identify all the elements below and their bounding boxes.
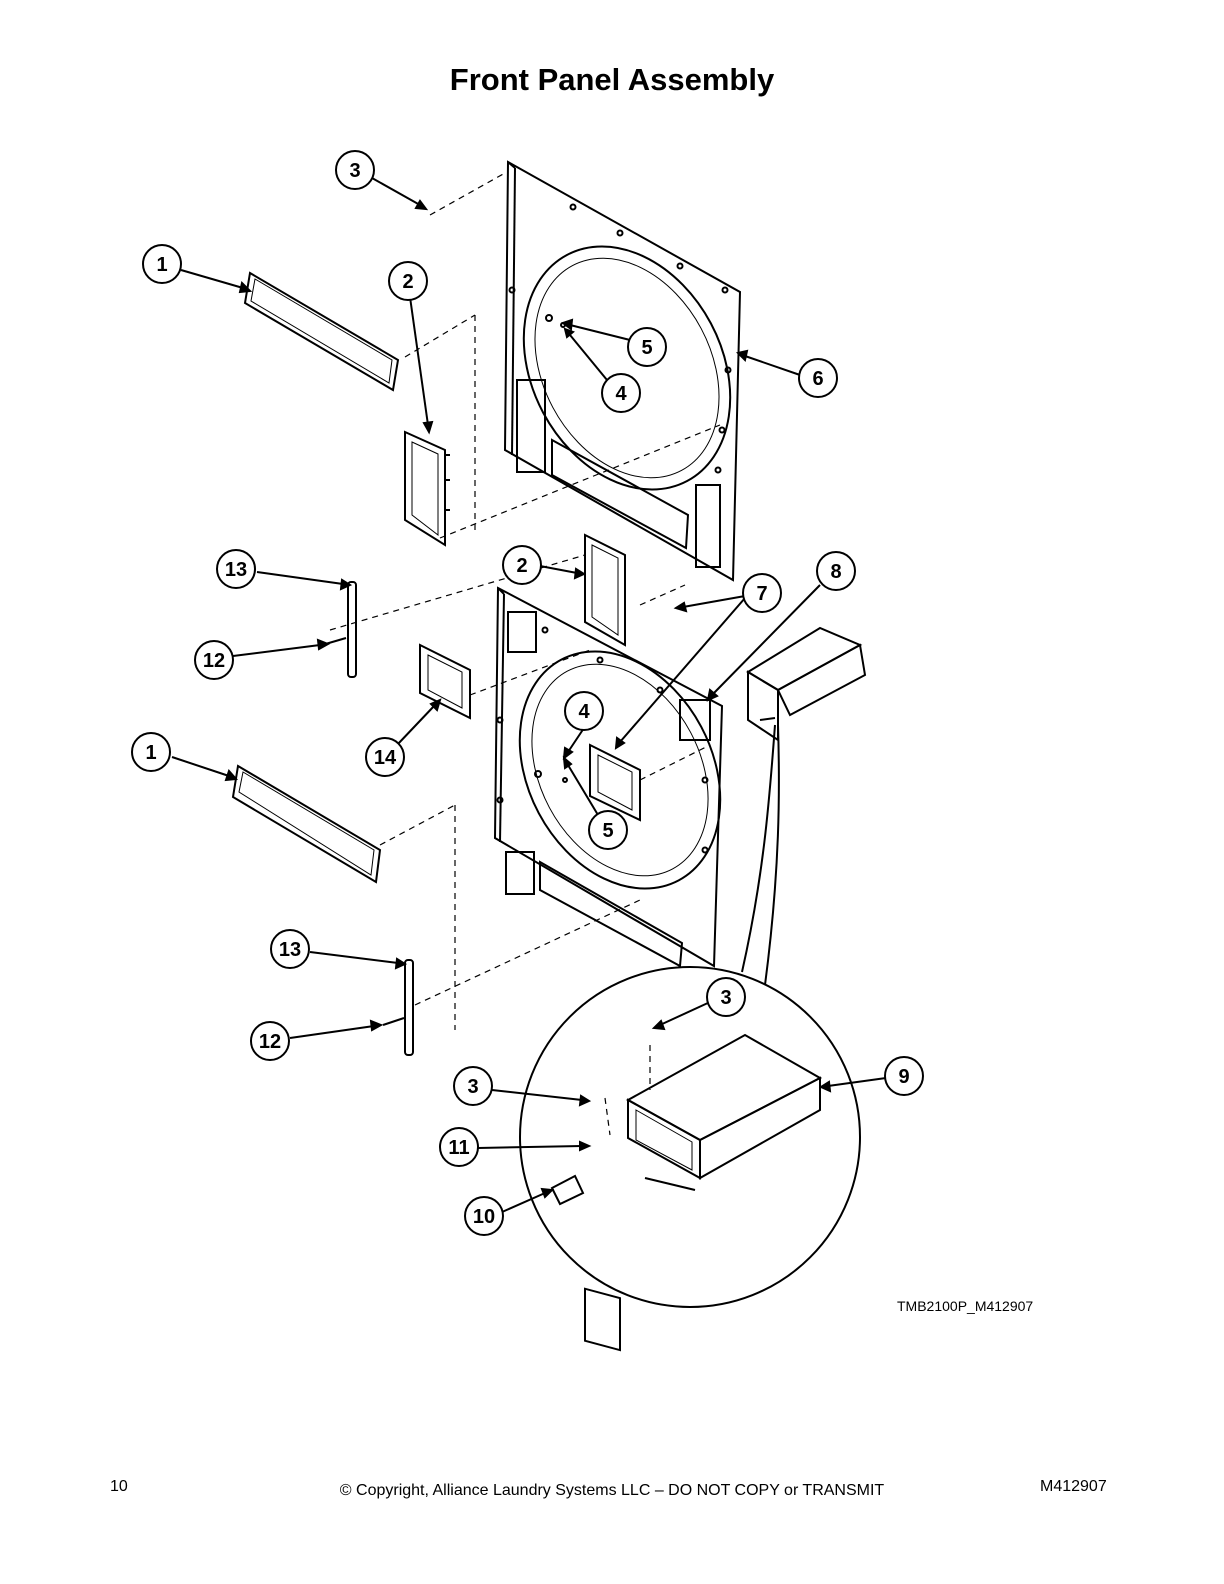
svg-text:2: 2 — [402, 271, 413, 293]
callout-10: 10 — [464, 1196, 504, 1236]
callout-6: 6 — [798, 358, 838, 398]
figure-id: TMB2100P_M412907 — [897, 1298, 1034, 1314]
lower-front-panel — [493, 586, 724, 968]
callout-8: 8 — [816, 551, 856, 591]
bracket-upper — [347, 581, 357, 678]
lock-plate — [584, 1287, 621, 1352]
callout-2-middle: 2 — [502, 545, 542, 585]
callout-4-lower: 4 — [564, 691, 604, 731]
callout-13-upper: 13 — [216, 549, 256, 589]
svg-text:6: 6 — [812, 368, 823, 390]
frame-middle — [584, 533, 626, 647]
svg-text:7: 7 — [756, 583, 767, 605]
display-frame — [419, 643, 471, 720]
callout-1-upper: 1 — [142, 244, 182, 284]
coin-box-detail — [625, 1033, 823, 1191]
svg-text:2: 2 — [516, 555, 527, 577]
svg-text:13: 13 — [279, 939, 301, 961]
callout-7: 7 — [742, 573, 782, 613]
svg-text:8: 8 — [830, 561, 841, 583]
svg-text:13: 13 — [225, 559, 247, 581]
callout-5-lower: 5 — [588, 810, 628, 850]
callout-4-upper: 4 — [601, 373, 641, 413]
svg-text:3: 3 — [467, 1076, 478, 1098]
callout-14: 14 — [365, 737, 405, 777]
svg-text:5: 5 — [641, 337, 652, 359]
callouts: 3 1 2 5 6 4 13 2 8 7 12 4 1 14 5 13 3 9 … — [131, 150, 924, 1236]
svg-text:3: 3 — [720, 987, 731, 1009]
callout-12-lower: 12 — [250, 1021, 290, 1061]
bracket-lower — [404, 959, 414, 1056]
page-title: Front Panel Assembly — [449, 62, 775, 97]
svg-text:9: 9 — [898, 1066, 909, 1088]
copyright-notice: © Copyright, Alliance Laundry Systems LL… — [339, 1482, 885, 1499]
detail-circle — [519, 966, 861, 1308]
upper-front-panel — [503, 160, 742, 582]
svg-text:1: 1 — [145, 742, 156, 764]
callout-3-detail-left: 3 — [453, 1066, 493, 1106]
page-number: 10 — [110, 1478, 128, 1495]
svg-text:10: 10 — [473, 1206, 495, 1228]
svg-text:3: 3 — [349, 160, 360, 182]
callout-12-upper: 12 — [194, 640, 234, 680]
callout-5-upper: 5 — [627, 327, 667, 367]
callout-11: 11 — [439, 1127, 479, 1167]
callout-3-top: 3 — [335, 150, 375, 190]
svg-text:4: 4 — [615, 383, 627, 405]
display-frame-inner — [589, 743, 641, 822]
coin-box-housing — [746, 626, 867, 742]
gasket-upper — [243, 271, 400, 392]
svg-text:4: 4 — [578, 701, 590, 723]
lock-connector — [550, 1174, 585, 1206]
svg-text:1: 1 — [156, 254, 167, 276]
callout-3-detail-top: 3 — [706, 977, 746, 1017]
frame-upper — [404, 430, 450, 547]
callout-13-lower: 13 — [270, 929, 310, 969]
svg-text:5: 5 — [602, 820, 613, 842]
svg-text:12: 12 — [259, 1031, 281, 1053]
gasket-lower — [231, 764, 382, 884]
callout-2-upper: 2 — [388, 261, 428, 301]
svg-text:12: 12 — [203, 650, 225, 672]
callout-9: 9 — [884, 1056, 924, 1096]
svg-text:14: 14 — [374, 747, 397, 769]
document-number: M412907 — [1040, 1478, 1107, 1495]
callout-1-lower: 1 — [131, 732, 171, 772]
svg-text:11: 11 — [448, 1137, 469, 1159]
